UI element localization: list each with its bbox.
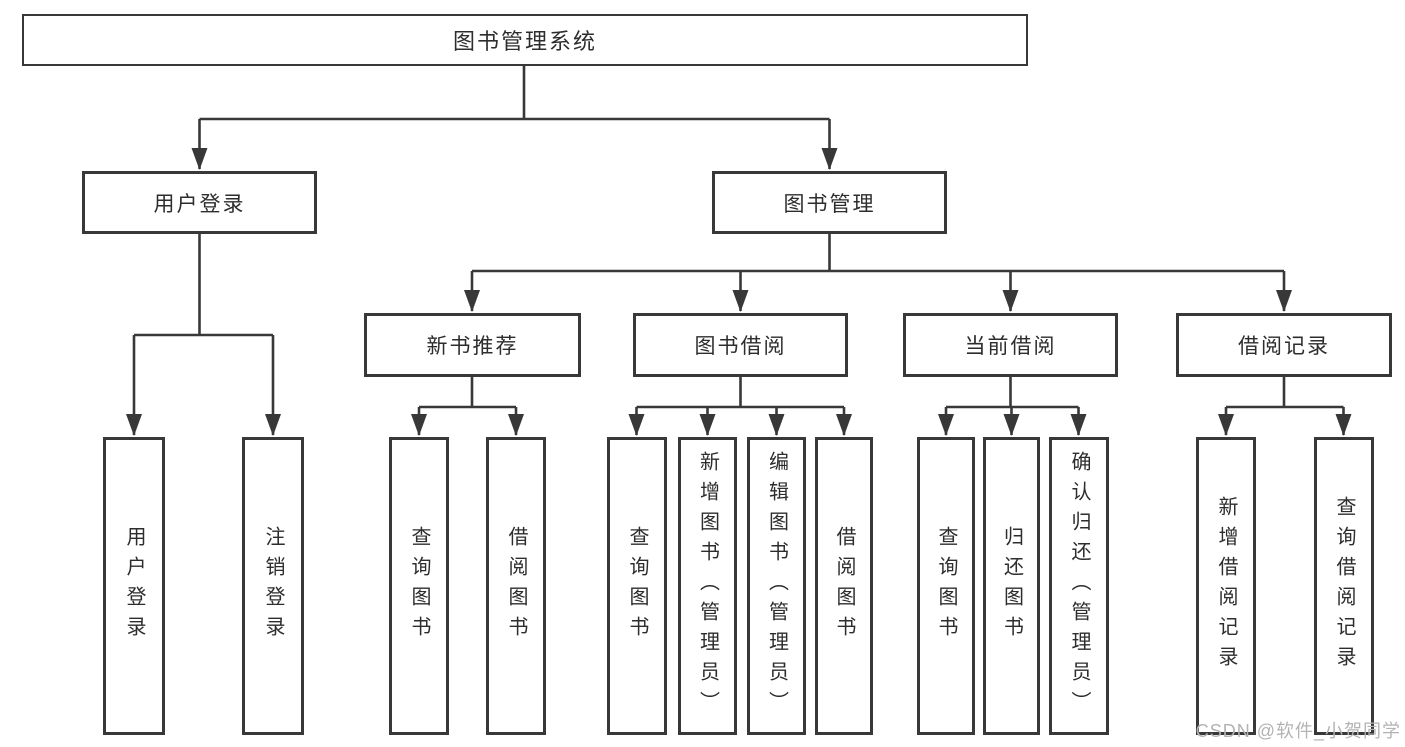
leaf-label: 借阅图书 <box>505 526 527 646</box>
leaf-label: 查询图书 <box>408 526 430 646</box>
leaf-label: 新增图书（管理员） <box>696 451 719 721</box>
connector-new-book-recommend-branch <box>419 377 516 409</box>
node-library-system: 图书管理系统 <box>22 14 1028 66</box>
leaf-label: 归还图书 <box>1000 526 1023 646</box>
leaf-add-books-admin: 新增图书（管理员） <box>678 437 737 735</box>
node-borrow-records: 借阅记录 <box>1176 313 1392 377</box>
node-label: 新书推荐 <box>426 335 519 358</box>
node-book-management: 图书管理 <box>712 171 947 234</box>
node-label: 借阅记录 <box>1238 335 1330 358</box>
leaf-return-books: 归还图书 <box>983 437 1040 735</box>
leaf-borrow-books-1: 借阅图书 <box>486 437 546 735</box>
leaf-label: 用户登录 <box>123 526 145 646</box>
leaf-label: 借阅图书 <box>833 526 855 646</box>
node-user-login: 用户登录 <box>82 171 317 234</box>
leaf-add-borrow-record: 新增借阅记录 <box>1196 437 1256 735</box>
node-label: 图书管理系统 <box>452 29 597 54</box>
connector-borrow-records-branch <box>1226 377 1344 409</box>
node-label: 图书管理 <box>783 192 876 216</box>
leaf-label: 查询图书 <box>935 526 957 646</box>
leaf-label: 确认归还（管理员） <box>1068 451 1090 721</box>
node-current-borrow: 当前借阅 <box>903 313 1118 377</box>
connector-book-management-branch <box>472 234 1284 273</box>
leaf-confirm-return-admin: 确认归还（管理员） <box>1049 437 1109 735</box>
leaf-label: 查询借阅记录 <box>1333 496 1355 676</box>
watermark: CSDN @软件_小贺同学 <box>1195 721 1401 741</box>
node-label: 当前借阅 <box>964 335 1057 358</box>
leaf-label: 新增借阅记录 <box>1215 496 1237 676</box>
connector-user-login-branch <box>134 234 273 337</box>
leaf-query-books-2: 查询图书 <box>607 437 667 735</box>
leaf-borrow-books-2: 借阅图书 <box>815 437 873 735</box>
leaf-logout: 注销登录 <box>242 437 304 735</box>
leaf-label: 注销登录 <box>262 526 284 646</box>
leaf-edit-books-admin: 编辑图书（管理员） <box>747 437 806 735</box>
connector-root-branch <box>199 66 830 121</box>
leaf-query-borrow-record: 查询借阅记录 <box>1314 437 1374 735</box>
node-label: 图书借阅 <box>694 335 787 358</box>
node-label: 用户登录 <box>153 192 246 216</box>
connector-book-borrow-branch <box>636 377 844 409</box>
connector-current-borrow-branch <box>946 377 1079 409</box>
node-book-borrow: 图书借阅 <box>633 313 848 377</box>
node-new-book-recommend: 新书推荐 <box>364 313 581 377</box>
leaf-label: 查询图书 <box>626 526 648 646</box>
leaf-query-books-1: 查询图书 <box>389 437 449 735</box>
leaf-user-login: 用户登录 <box>103 437 165 735</box>
leaf-label: 编辑图书（管理员） <box>765 451 788 721</box>
leaf-query-books-3: 查询图书 <box>917 437 975 735</box>
